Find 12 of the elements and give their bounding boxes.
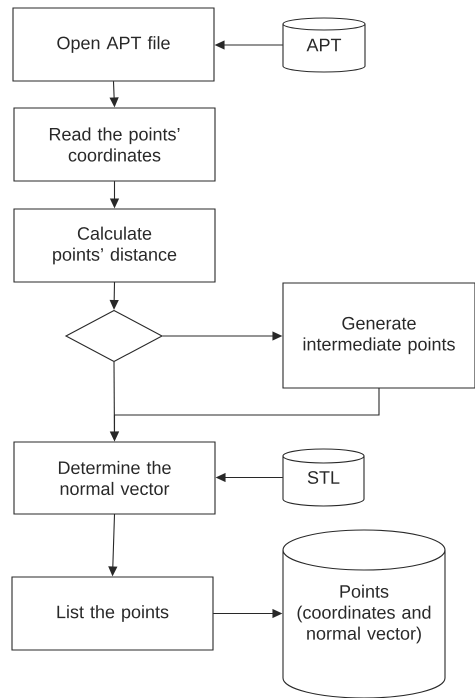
process-box: Determine the normal vector xyxy=(13,441,216,515)
process-box: Generate intermediate points xyxy=(282,282,475,389)
database-cylinder: STL xyxy=(282,448,365,507)
process-box: Calculate points’ distance xyxy=(13,208,216,283)
database-cylinder: APT xyxy=(282,17,366,73)
process-box: Read the points’ coordinates xyxy=(13,107,216,182)
database-cylinder: Points (coordinates and normal vector) xyxy=(282,529,446,698)
node-label: APT xyxy=(306,38,342,52)
node-label: STL xyxy=(308,471,340,484)
node-label: Points (coordinates and normal vector) xyxy=(298,584,430,644)
process-box: Open APT file xyxy=(12,7,215,82)
process-box: List the points xyxy=(11,576,214,651)
